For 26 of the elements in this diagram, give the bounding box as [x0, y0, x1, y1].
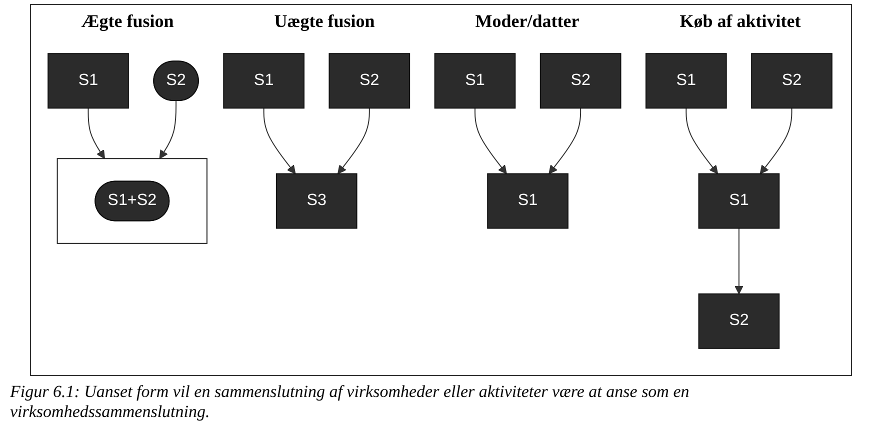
arrow: [474, 108, 507, 174]
column-heading: Moder/datter: [475, 11, 580, 32]
column-heading: Ægte fusion: [81, 11, 174, 32]
arrow: [686, 108, 718, 174]
node-box: S1: [487, 173, 568, 229]
node-box: S2: [540, 53, 622, 109]
arrow: [760, 108, 792, 174]
node-box: S3: [276, 173, 358, 229]
node-box: S1: [434, 53, 516, 109]
cluster: [56, 158, 208, 244]
node-box: S2: [328, 53, 410, 109]
arrow: [734, 228, 744, 294]
node-box: S1: [223, 53, 304, 109]
arrow: [548, 108, 582, 174]
node-box: S2: [698, 293, 780, 349]
column-heading: Køb af aktivitet: [680, 11, 801, 32]
arrow: [337, 108, 370, 174]
arrow: [263, 108, 296, 174]
node-box: S1: [645, 53, 727, 109]
figure-caption: Figur 6.1: Uanset form vil en sammenslutning af virksomheder eller aktiviteter være at anse som en virksomhedssammenslutning.: [10, 382, 690, 422]
arrow: [159, 100, 177, 159]
arrow: [88, 108, 106, 159]
node-box: S1: [698, 173, 780, 229]
node-box: S2: [751, 53, 832, 109]
column-heading: Uægte fusion: [274, 11, 375, 32]
node-box: S1: [48, 53, 129, 109]
